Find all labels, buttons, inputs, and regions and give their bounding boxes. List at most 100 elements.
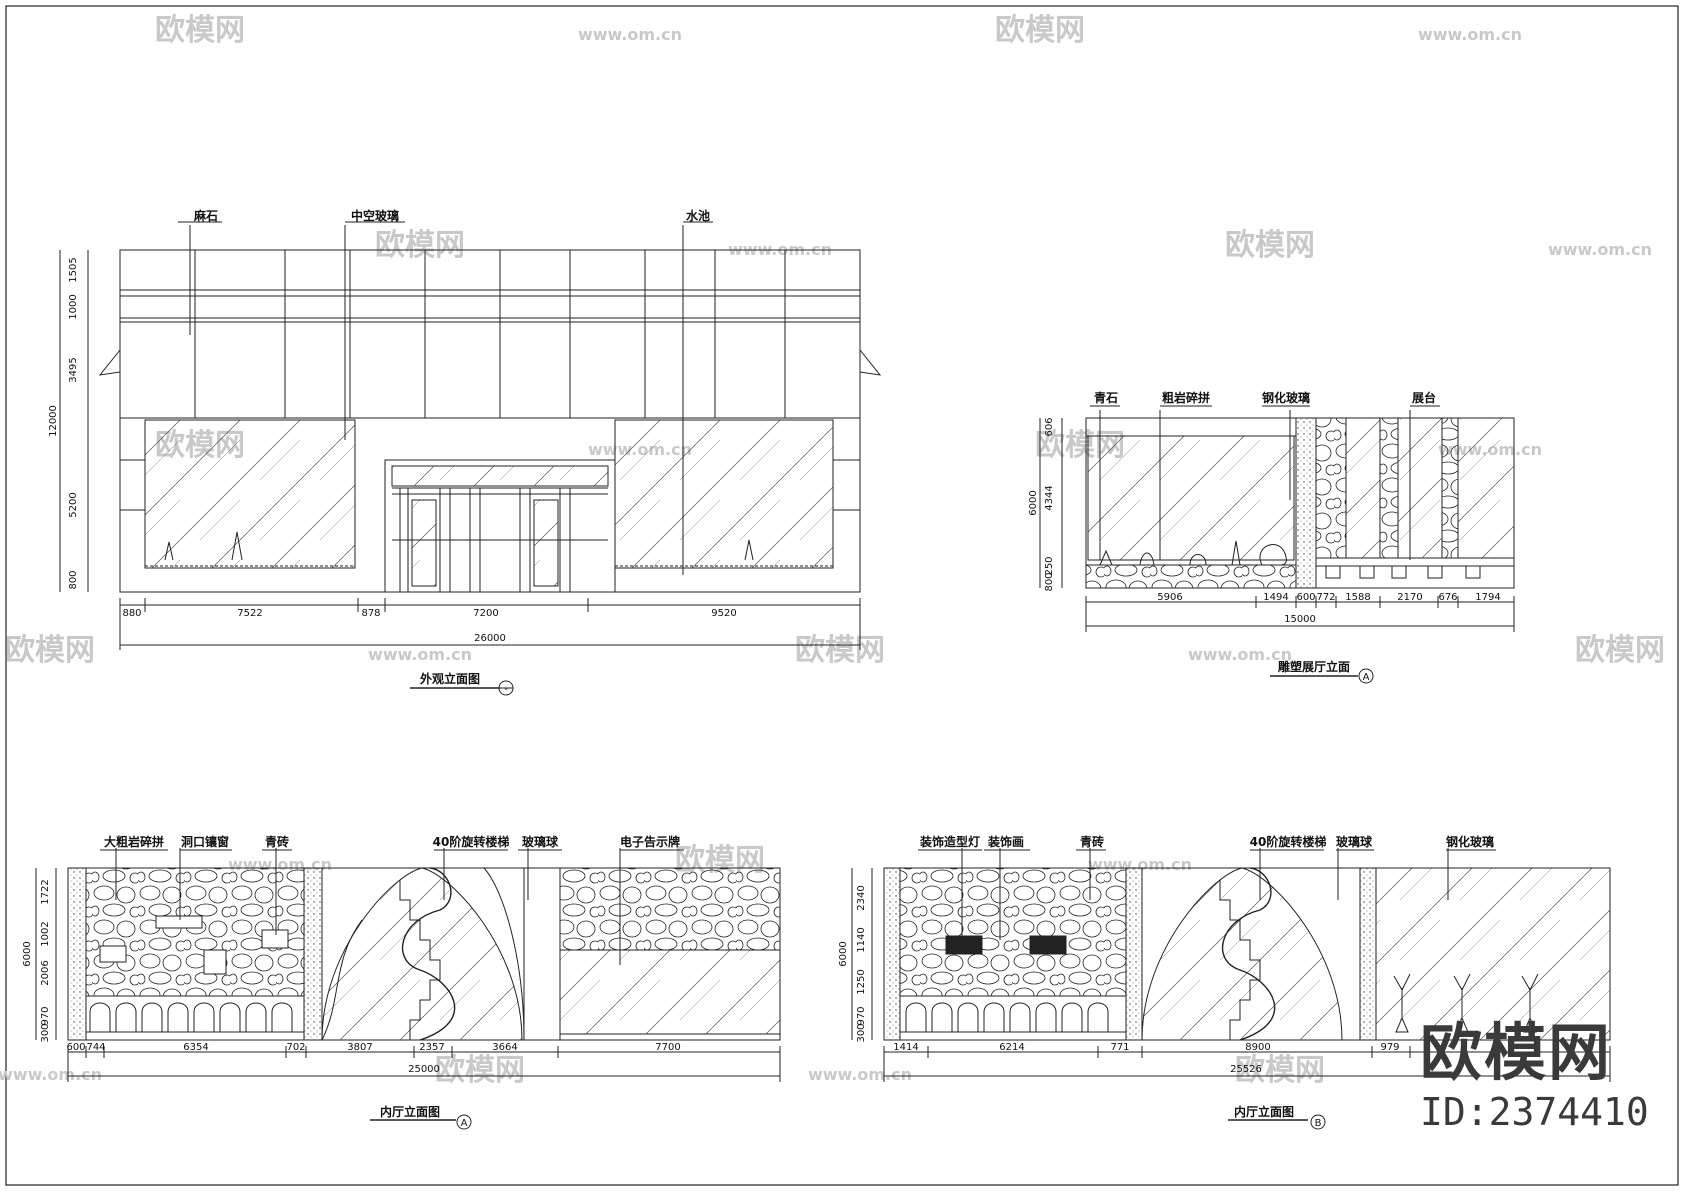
h-dim: 5906 xyxy=(1157,592,1182,603)
h-dim: 1794 xyxy=(1475,592,1500,603)
marker-inner-b: B xyxy=(1315,1118,1322,1129)
h-dim: 7200 xyxy=(473,608,498,619)
title-inner-a: 内厅立面图 xyxy=(380,1104,440,1119)
h-dim: 7700 xyxy=(655,1042,680,1053)
h-dim: 6214 xyxy=(999,1042,1024,1053)
label-granite: 麻石 xyxy=(193,208,218,223)
title-sculpture-hall: 雕塑展厅立面 xyxy=(1278,659,1350,674)
label-inner-a: 大粗岩碎拼 xyxy=(104,834,164,849)
h-dim: 3664 xyxy=(492,1042,517,1053)
h-dim: 1494 xyxy=(1263,592,1288,603)
marker-sculpture-hall: A xyxy=(1363,672,1370,683)
inner-hall-a-elevation xyxy=(35,848,781,1130)
corner-brand: 欧模网 xyxy=(1420,1016,1613,1089)
label-inner-a: 洞口镶窗 xyxy=(181,834,229,849)
h-dim: 880 xyxy=(122,608,141,619)
label-inner-b: 钢化玻璃 xyxy=(1446,834,1494,849)
watermark-text: 欧模网 xyxy=(435,1053,525,1088)
h-dim: 2170 xyxy=(1397,592,1422,603)
label-inner-b: 装饰造型灯 xyxy=(919,834,980,849)
sculpture-hall-elevation xyxy=(1039,405,1515,684)
label-pool: 水池 xyxy=(686,208,710,223)
h-dim: 676 xyxy=(1438,592,1457,603)
marker-exterior: - xyxy=(504,684,508,695)
watermark-text: www.om.cn xyxy=(368,645,472,664)
watermark-text: www.om.cn xyxy=(1548,240,1652,259)
v-dim: 2340 xyxy=(856,885,867,910)
label-display-stand: 展台 xyxy=(1412,390,1436,405)
h-dim-total: 25000 xyxy=(408,1064,440,1075)
h-dim: 702 xyxy=(286,1042,305,1053)
h-dim: 979 xyxy=(1380,1042,1399,1053)
corner-id: ID:2374410 xyxy=(1420,1090,1649,1134)
v-dim-total: 6000 xyxy=(22,941,33,966)
h-dim: 600 xyxy=(66,1042,85,1053)
h-dim: 771 xyxy=(1110,1042,1129,1053)
watermark-text: 欧模网 xyxy=(1575,633,1665,668)
label-inner-b: 青砖 xyxy=(1080,834,1104,849)
watermark-text: www.om.cn xyxy=(808,1065,912,1084)
v-dim: 1250 xyxy=(856,969,867,994)
h-dim: 1588 xyxy=(1345,592,1370,603)
inner-hall-b-elevation xyxy=(851,848,1611,1130)
h-dim: 9520 xyxy=(711,608,736,619)
watermark-text: 欧模网 xyxy=(155,13,245,48)
v-dim: 606 xyxy=(1044,417,1055,436)
h-dim: 2357 xyxy=(419,1042,444,1053)
sheet-border xyxy=(5,5,1679,1186)
label-inner-a: 40阶旋转楼梯 xyxy=(433,834,510,849)
v-dim: 300 xyxy=(40,1023,51,1042)
h-dim-total: 26000 xyxy=(474,633,506,644)
label-inner-b: 装饰画 xyxy=(987,834,1024,849)
watermark-text: 欧模网 xyxy=(1235,1053,1325,1088)
h-dim: 600 xyxy=(1296,592,1315,603)
v-dim: 800 xyxy=(68,570,79,589)
v-dim: 1505 xyxy=(68,257,79,282)
h-dim-total: 25526 xyxy=(1230,1064,1262,1075)
v-dim: 970 xyxy=(856,1006,867,1025)
title-exterior: 外观立面图 xyxy=(420,671,480,686)
label-inner-a: 青砖 xyxy=(265,834,289,849)
watermark-text: www.om.cn xyxy=(578,25,682,44)
h-dim: 7522 xyxy=(237,608,262,619)
label-inner-b: 40阶旋转楼梯 xyxy=(1250,834,1327,849)
h-dim: 772 xyxy=(1316,592,1335,603)
label-inner-a: 玻璃球 xyxy=(522,834,559,849)
watermark-text: 欧模网 xyxy=(5,633,95,668)
v-dim: 2006 xyxy=(40,960,51,985)
label-inner-a: 电子告示牌 xyxy=(620,834,680,849)
label-rough-rock: 粗岩碎拼 xyxy=(1162,390,1210,405)
h-dim: 878 xyxy=(361,608,380,619)
v-dim: 1722 xyxy=(40,879,51,904)
watermark-text: www.om.cn xyxy=(1418,25,1522,44)
v-dim-total: 6000 xyxy=(838,941,849,966)
v-dim: 300 xyxy=(856,1023,867,1042)
label-bluestone: 青石 xyxy=(1094,390,1118,405)
corner-watermark: 欧模网 ID:2374410 xyxy=(1420,1018,1670,1168)
watermark-text: 欧模网 xyxy=(375,228,465,263)
v-dim: 1002 xyxy=(40,921,51,946)
label-insulated-glass: 中空玻璃 xyxy=(351,208,399,223)
h-dim: 3807 xyxy=(347,1042,372,1053)
v-dim: 4344 xyxy=(1044,485,1055,510)
v-dim: 5200 xyxy=(68,492,79,517)
exterior-elevation xyxy=(59,221,882,696)
watermark-text: www.om.cn xyxy=(0,1065,102,1084)
label-inner-b: 玻璃球 xyxy=(1336,834,1373,849)
h-dim-total: 15000 xyxy=(1284,614,1316,625)
watermark-text: 欧模网 xyxy=(995,13,1085,48)
h-dim: 744 xyxy=(86,1042,105,1053)
v-dim: 1000 xyxy=(68,294,79,319)
label-tempered-glass: 钢化玻璃 xyxy=(1262,390,1310,405)
watermark-text: www.om.cn xyxy=(1188,645,1292,664)
watermark-text: 欧模网 xyxy=(795,633,885,668)
h-dim: 6354 xyxy=(183,1042,208,1053)
v-dim: 1140 xyxy=(856,927,867,952)
v-dim: 800 xyxy=(1044,572,1055,591)
v-dim-total: 6000 xyxy=(1028,490,1039,515)
h-dim: 1414 xyxy=(893,1042,918,1053)
v-dim: 3495 xyxy=(68,357,79,382)
marker-inner-a: A xyxy=(461,1118,468,1129)
